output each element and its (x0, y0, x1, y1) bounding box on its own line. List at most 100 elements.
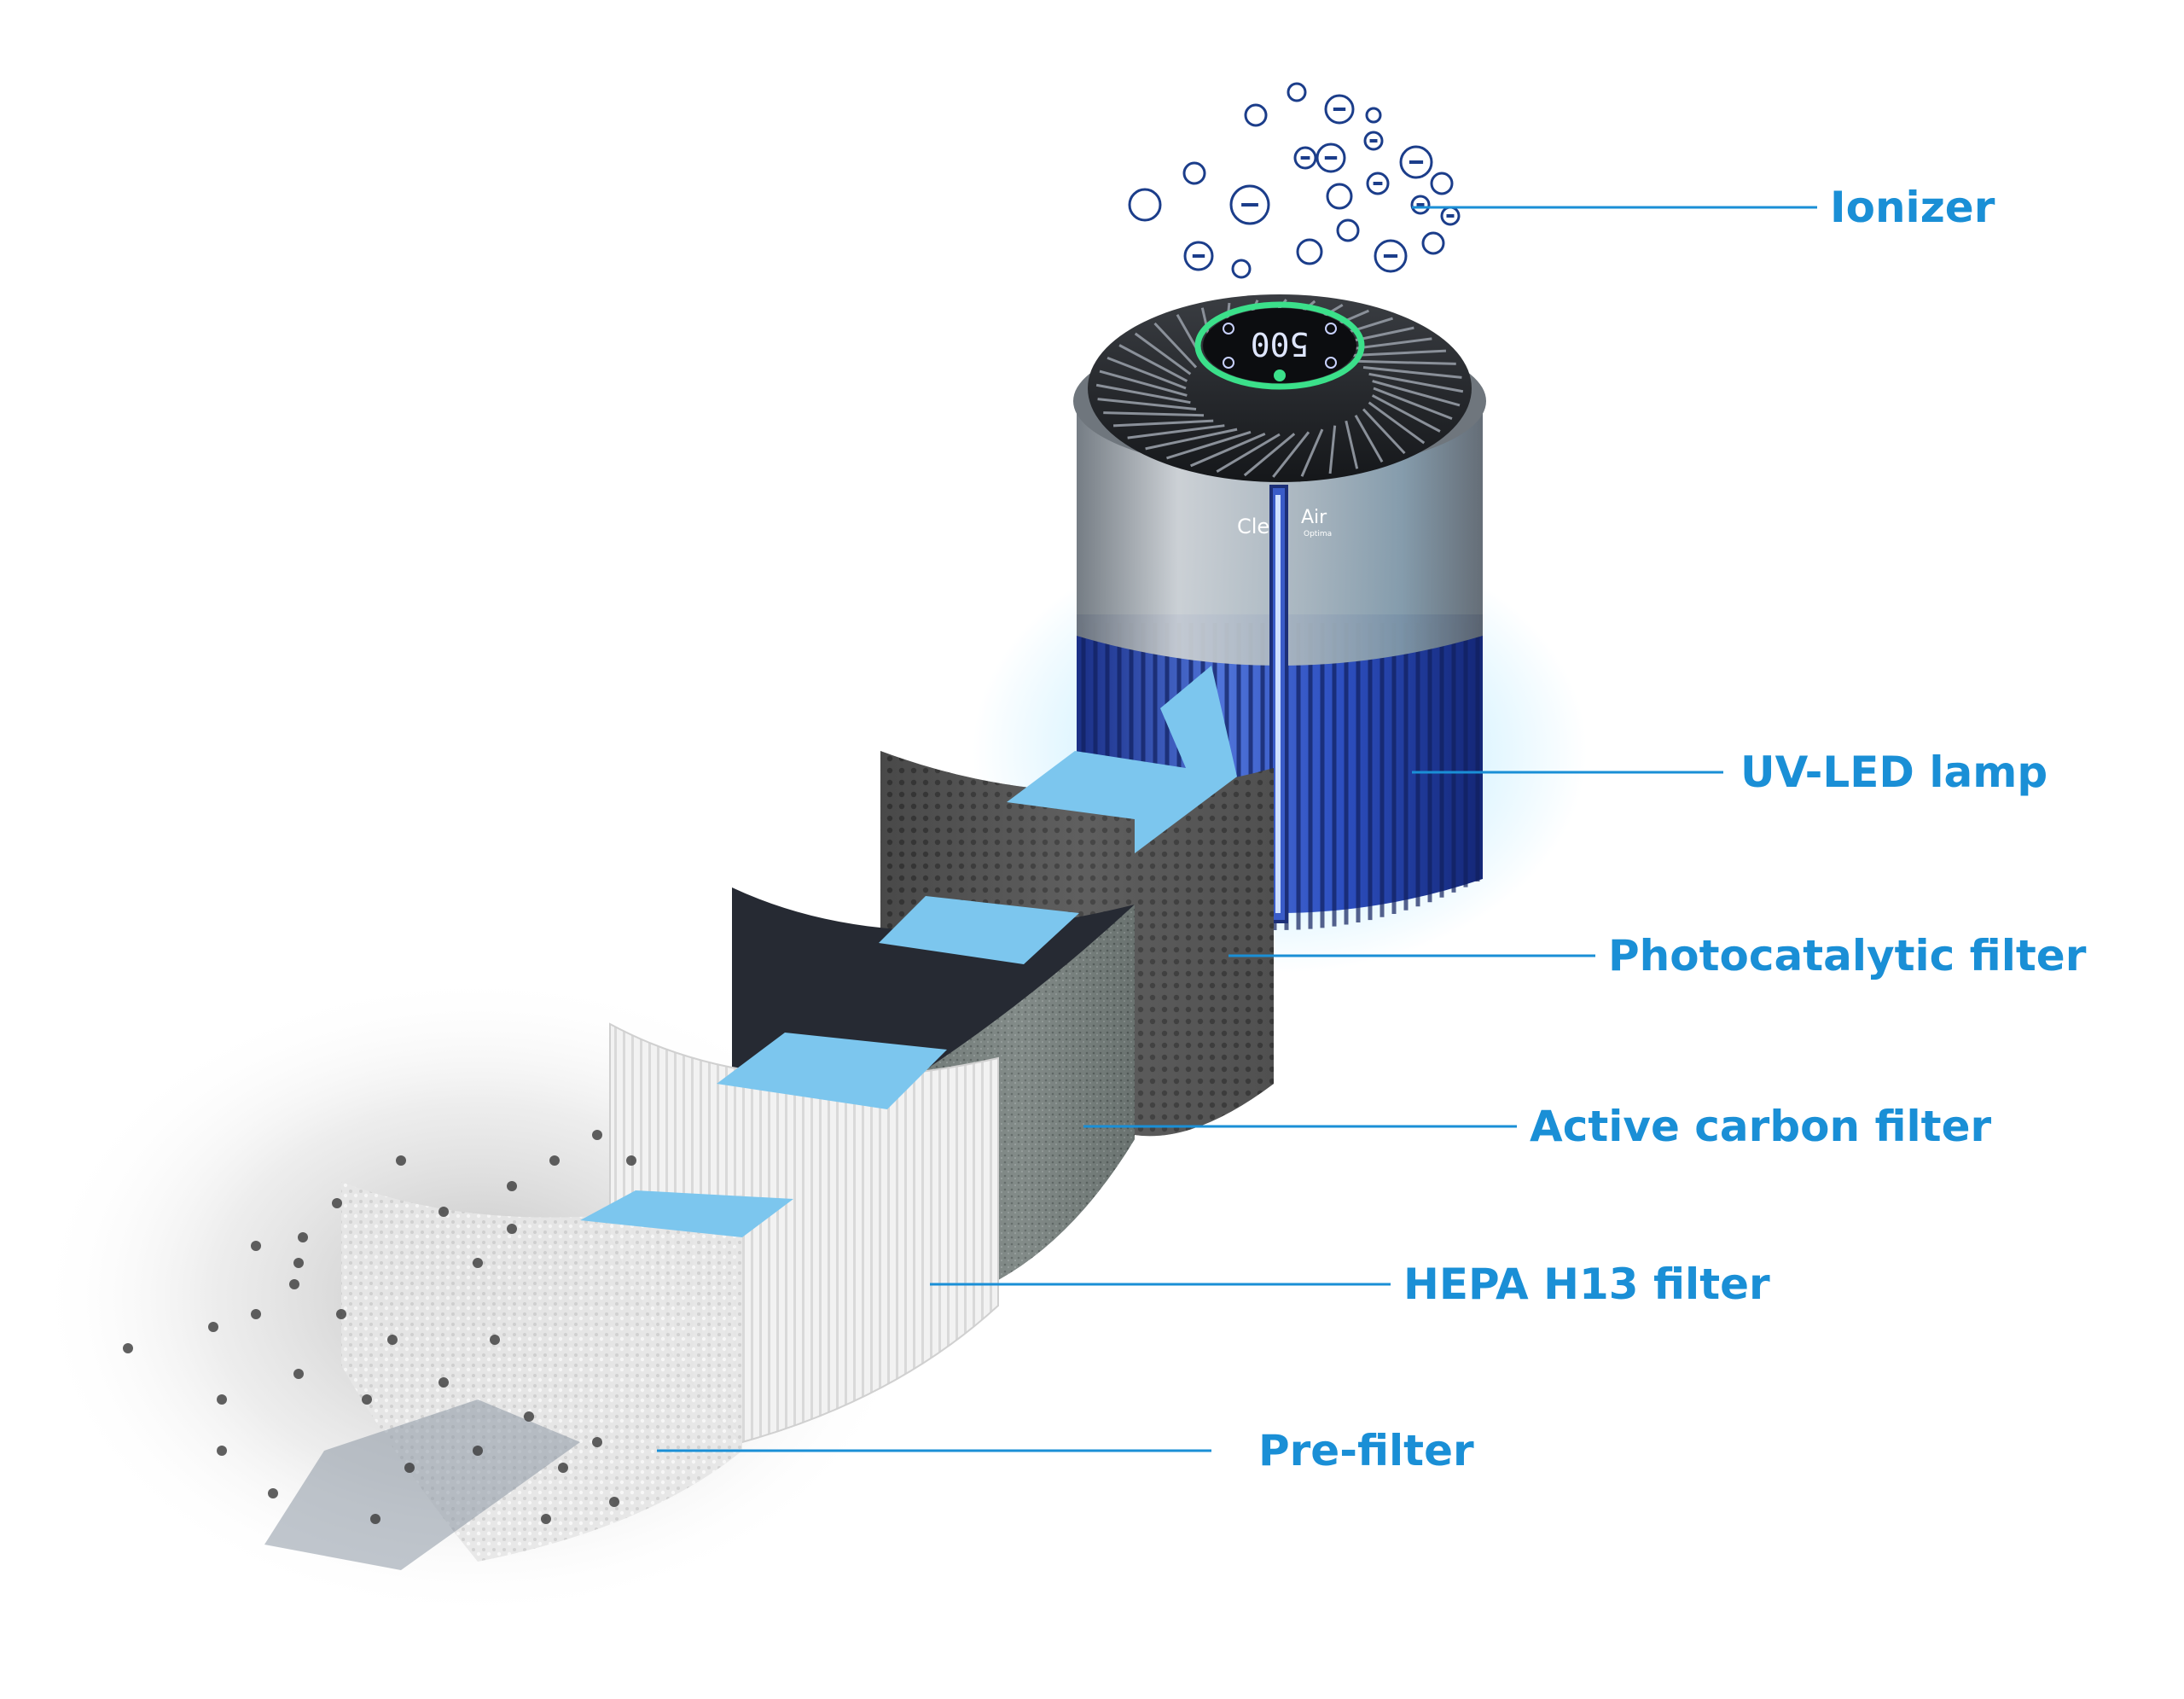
fan-blade (1107, 356, 1187, 390)
dust-particle (626, 1155, 636, 1166)
negative-ion-icon (1365, 107, 1382, 124)
dust-particle (609, 1497, 619, 1507)
negative-ion-icon (1374, 239, 1408, 273)
control-display (1203, 308, 1356, 383)
airflow-arrow-icon (717, 1033, 947, 1109)
negative-ion-icon (1363, 131, 1384, 151)
label-uv-led-lamp: UV-LED lamp (1740, 748, 2048, 797)
power-button-icon[interactable] (1223, 357, 1234, 369)
dust-particle (251, 1309, 261, 1319)
dust-particle (541, 1514, 551, 1524)
dust-particle (289, 1279, 299, 1289)
fan-blade (1362, 408, 1406, 455)
fan-blade (1362, 365, 1462, 379)
negative-ion-icon (1183, 241, 1214, 271)
negative-ion-icon (1287, 82, 1307, 102)
ionizer-ions (1128, 82, 1461, 279)
fan-blade (1145, 428, 1238, 451)
negative-ion-icon (1182, 161, 1206, 185)
negative-ion-icon (1229, 184, 1270, 225)
airflow-arrow-icon (879, 896, 1079, 964)
dust-particle (439, 1377, 449, 1388)
fan-blade (1300, 428, 1324, 477)
fan-blade (1118, 344, 1188, 382)
pre-filter-shadow (264, 1399, 580, 1570)
fan-blade (1153, 322, 1198, 369)
brand-logo-right: Air (1301, 507, 1327, 528)
dust-particle (473, 1446, 483, 1456)
dust-particle (387, 1335, 398, 1345)
dust-particle (208, 1322, 218, 1332)
negative-ion-icon (1293, 146, 1317, 170)
dust-particle (439, 1207, 449, 1217)
negative-ion-icon (1430, 172, 1454, 195)
dust-particle (490, 1335, 500, 1345)
negative-ion-icon (1296, 238, 1323, 265)
airflow-arrow-icon (580, 1190, 793, 1237)
dust-particle (592, 1130, 602, 1140)
fan-blade (1166, 430, 1252, 460)
dust-particle (396, 1155, 406, 1166)
dust-particle (298, 1232, 308, 1242)
fan-blade (1372, 380, 1461, 407)
air-quality-indicator-icon (1274, 369, 1286, 381)
negative-ion-icon (1128, 188, 1162, 222)
fan-blade (1345, 420, 1359, 469)
dust-particle (293, 1369, 304, 1379)
fan-blade (1328, 425, 1337, 474)
dust-particle (268, 1488, 278, 1498)
dust-particles (123, 1130, 636, 1524)
dust-particle (524, 1411, 534, 1422)
dust-particle (473, 1258, 483, 1268)
fan-blade (1134, 332, 1192, 375)
fan-blade (1097, 398, 1197, 411)
negative-ion-icon (1410, 195, 1431, 215)
dust-particle (404, 1463, 415, 1473)
display-ring (1194, 301, 1365, 390)
speed-button-icon[interactable] (1325, 323, 1337, 335)
dust-particle (592, 1437, 602, 1447)
fan-blade (1371, 394, 1441, 433)
negative-ion-icon (1336, 218, 1360, 242)
negative-ion-icon (1244, 103, 1268, 127)
label-pre-filter: Pre-filter (1258, 1426, 1474, 1475)
dust-particle (251, 1241, 261, 1251)
display-readout: 500 (1251, 325, 1310, 363)
dust-particle (217, 1446, 227, 1456)
negative-ion-icon (1316, 143, 1346, 173)
dust-particle (558, 1463, 568, 1473)
leader-lines (657, 206, 1817, 1452)
fan-blade (1103, 411, 1205, 417)
mode-button-icon[interactable] (1325, 357, 1337, 369)
dust-particle (370, 1514, 380, 1524)
dust-particle (123, 1343, 133, 1353)
fan-blade (1216, 433, 1281, 473)
label-hepa-filter: HEPA H13 filter (1403, 1260, 1770, 1309)
negative-ion-icon (1366, 172, 1390, 195)
fan-blade (1189, 432, 1266, 468)
filter-stack (264, 751, 1274, 1570)
dust-particle (549, 1155, 560, 1166)
label-photocatalytic-filter: Photocatalytic filter (1608, 931, 2087, 980)
negative-ion-icon (1399, 145, 1433, 179)
dust-particle (362, 1394, 372, 1405)
brand-logo-sub: Optima (1304, 530, 1332, 538)
dust-particle (217, 1394, 227, 1405)
fan-blade (1354, 414, 1384, 463)
dust-particle (336, 1309, 346, 1319)
dust-particle (332, 1198, 342, 1208)
label-ionizer: Ionizer (1830, 183, 1995, 232)
airflow-arrows (580, 666, 1237, 1237)
label-active-carbon-filter: Active carbon filter (1530, 1102, 1992, 1151)
dust-particle (507, 1181, 517, 1191)
fan-blade (1373, 387, 1453, 421)
negative-ion-icon (1324, 94, 1355, 125)
fan-blade (1127, 424, 1225, 439)
fan-blade (1099, 369, 1188, 397)
dust-particle (293, 1258, 304, 1268)
negative-ion-icon (1231, 259, 1252, 279)
timer-button-icon[interactable] (1223, 323, 1234, 335)
fan-blade (1112, 419, 1214, 428)
